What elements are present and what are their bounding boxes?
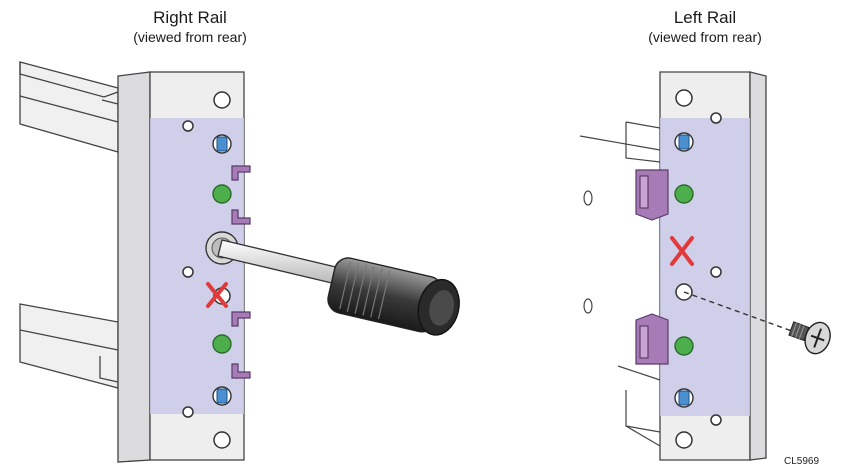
left-rail-green-pins — [674, 184, 694, 356]
right-rail-title: Right Rail — [153, 8, 227, 27]
rail-hole — [675, 431, 693, 449]
left-rail-title-block: Left Rail (viewed from rear) — [585, 8, 825, 45]
left-rail-clips — [635, 169, 669, 365]
rail-hole — [182, 120, 194, 132]
rail-clip — [231, 165, 251, 181]
green-pin-icon — [674, 184, 694, 204]
right-rail-extrusion-top — [19, 61, 119, 153]
left-rail-holes — [675, 89, 722, 449]
right-rail-post — [117, 71, 151, 463]
green-pin-icon — [212, 334, 232, 354]
rail-clip — [231, 311, 251, 327]
blue-pin-icon — [212, 134, 232, 154]
green-pin-icon — [212, 184, 232, 204]
right-rail-highlight-zone — [150, 118, 244, 414]
right-rail-subtitle: (viewed from rear) — [133, 29, 247, 45]
right-rail-blue-pins — [212, 134, 232, 406]
rail-hole — [213, 91, 231, 109]
blue-pin-icon — [674, 132, 694, 152]
left-rail-bracket-holes — [583, 190, 593, 314]
screwdriver-icon — [205, 231, 460, 336]
green-pin-icon — [674, 336, 694, 356]
rail-hole — [182, 406, 194, 418]
left-rail-title: Left Rail — [673, 8, 737, 27]
left-rail-bracket — [579, 121, 661, 447]
right-rail-extrusion-bottom — [19, 303, 119, 389]
left-rail-assembly — [579, 71, 831, 461]
screw-icon — [683, 291, 831, 355]
figure-id: CL5969 — [784, 456, 820, 467]
rail-hole — [710, 266, 722, 278]
rail-hole — [675, 89, 693, 107]
left-rail-side — [749, 71, 767, 461]
left-rail-subtitle: (viewed from rear) — [648, 29, 762, 45]
rail-clip — [231, 363, 251, 379]
right-rail-assembly — [19, 61, 460, 463]
left-rail-blue-pins — [674, 132, 694, 408]
right-rail-clips — [231, 165, 251, 379]
right-rail-title-block: Right Rail (viewed from rear) — [70, 8, 310, 45]
right-rail-green-pins — [212, 184, 232, 354]
rail-hole — [710, 414, 722, 426]
rail-hole — [213, 431, 231, 449]
blue-pin-icon — [674, 388, 694, 408]
rail-hole — [710, 112, 722, 124]
red-x-mark-icon — [670, 236, 694, 266]
red-x-mark-icon — [206, 282, 228, 308]
rail-hole — [182, 266, 194, 278]
rail-clip — [231, 209, 251, 225]
blue-pin-icon — [212, 386, 232, 406]
left-rail-highlight-zone — [660, 118, 750, 416]
